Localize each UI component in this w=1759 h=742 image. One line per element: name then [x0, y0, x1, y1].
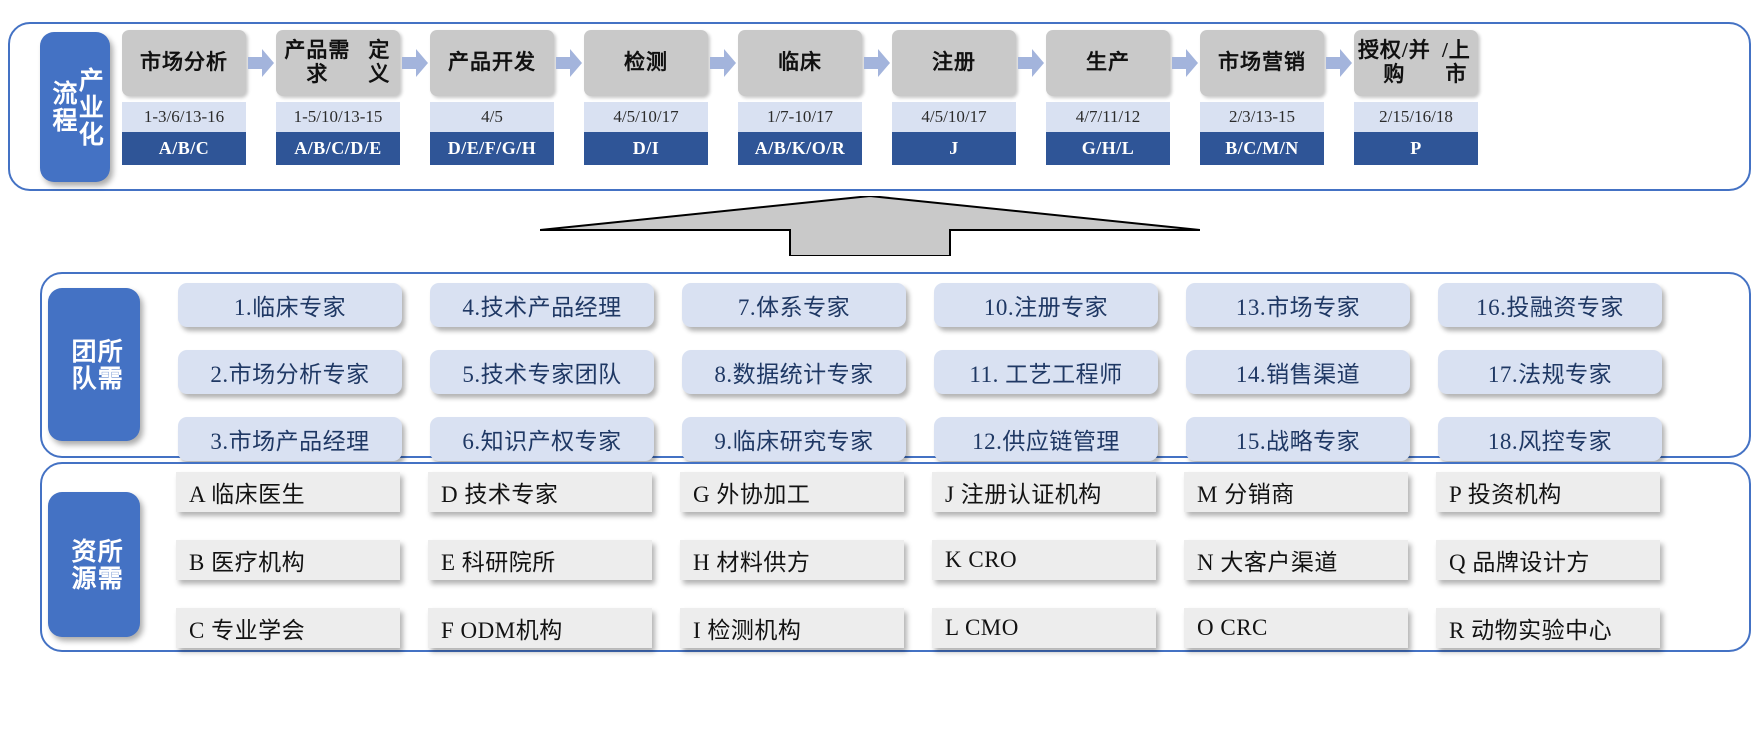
team-role-chip[interactable]: 17.法规专家 [1438, 350, 1662, 394]
resources-side-label-col2: 资源 [68, 537, 95, 592]
process-stage-resource-codes: J [892, 132, 1016, 165]
process-stage-team-numbers: 4/7/11/12 [1046, 102, 1170, 132]
process-side-label: 产业化 流程 [40, 32, 110, 182]
resource-chip[interactable]: L CMO [932, 608, 1156, 648]
right-arrow-icon [1016, 30, 1046, 96]
team-role-chip[interactable]: 12.供应链管理 [934, 417, 1158, 461]
resource-chip[interactable]: F ODM机构 [428, 608, 652, 648]
resource-chip[interactable]: Q 品牌设计方 [1436, 540, 1660, 580]
process-stage-resource-codes: A/B/C [122, 132, 246, 165]
team-role-chip[interactable]: 11. 工艺工程师 [934, 350, 1158, 394]
right-arrow-icon [1170, 30, 1200, 96]
team-role-chip[interactable]: 16.投融资专家 [1438, 283, 1662, 327]
process-stage-team-numbers: 1/7-10/17 [738, 102, 862, 132]
resource-chip[interactable]: B 医疗机构 [176, 540, 400, 580]
resources-side-label-col1: 所需 [94, 537, 122, 592]
team-role-chip[interactable]: 9.临床研究专家 [682, 417, 906, 461]
process-stage-resource-codes: A/B/K/O/R [738, 132, 862, 165]
team-role-chip[interactable]: 3.市场产品经理 [178, 417, 402, 461]
process-stage-resource-codes: B/C/M/N [1200, 132, 1324, 165]
process-stage-title: 授权/并购/上市 [1354, 30, 1478, 96]
resource-chip[interactable]: I 检测机构 [680, 608, 904, 648]
resource-chip[interactable]: A 临床医生 [176, 472, 400, 512]
resources-side-label: 所需 资源 [48, 492, 140, 637]
up-arrow-funnel-icon [539, 194, 1201, 257]
process-stage-team-numbers: 4/5/10/17 [892, 102, 1016, 132]
process-stage-team-numbers: 4/5 [430, 102, 554, 132]
resource-chip[interactable]: C 专业学会 [176, 608, 400, 648]
resource-chip[interactable]: D 技术专家 [428, 472, 652, 512]
process-stage-resource-codes: P [1354, 132, 1478, 165]
team-role-chip[interactable]: 14.销售渠道 [1186, 350, 1410, 394]
right-arrow-icon [554, 30, 584, 96]
team-side-label-col1: 所需 [94, 337, 122, 392]
process-stage-title: 产品需求定义 [276, 30, 400, 96]
team-role-chip[interactable]: 4.技术产品经理 [430, 283, 654, 327]
team-role-grid: 1.临床专家 4.技术产品经理 7.体系专家 10.注册专家 13.市场专家 16.投融资… [178, 283, 1662, 461]
process-stage-team-numbers: 1-5/10/13-15 [276, 102, 400, 132]
team-role-chip[interactable]: 6.知识产权专家 [430, 417, 654, 461]
resource-chip[interactable]: P 投资机构 [1436, 472, 1660, 512]
process-side-label-col1: 产业化 [75, 66, 103, 148]
team-role-chip[interactable]: 1.临床专家 [178, 283, 402, 327]
resource-chip[interactable]: M 分销商 [1184, 472, 1408, 512]
right-arrow-icon [246, 30, 276, 96]
process-stage-title: 市场分析 [122, 30, 246, 96]
right-arrow-icon [862, 30, 892, 96]
resource-chip[interactable]: K CRO [932, 540, 1156, 580]
resource-grid: A 临床医生 D 技术专家 G 外协加工 J 注册认证机构 M 分销商 P 投资机构 B 医… [176, 472, 1660, 648]
process-stage-title: 产品开发 [430, 30, 554, 96]
process-stage-title: 注册 [892, 30, 1016, 96]
resource-chip[interactable]: G 外协加工 [680, 472, 904, 512]
process-stage-resource-codes: D/E/F/G/H [430, 132, 554, 165]
team-role-chip[interactable]: 15.战略专家 [1186, 417, 1410, 461]
team-role-chip[interactable]: 8.数据统计专家 [682, 350, 906, 394]
process-stage-resource-codes: D/I [584, 132, 708, 165]
right-arrow-icon [400, 30, 430, 96]
resource-chip[interactable]: N 大客户渠道 [1184, 540, 1408, 580]
team-side-label: 所需 团队 [48, 288, 140, 441]
resource-chip[interactable]: H 材料供方 [680, 540, 904, 580]
process-stage-resource-codes: A/B/C/D/E [276, 132, 400, 165]
right-arrow-icon [708, 30, 738, 96]
process-stage-team-numbers: 2/3/13-15 [1200, 102, 1324, 132]
process-stage-team-numbers: 4/5/10/17 [584, 102, 708, 132]
resource-chip[interactable]: R 动物实验中心 [1436, 608, 1660, 648]
process-side-label-col2: 流程 [49, 80, 76, 134]
team-role-chip[interactable]: 13.市场专家 [1186, 283, 1410, 327]
process-stage-title: 临床 [738, 30, 862, 96]
team-role-chip[interactable]: 2.市场分析专家 [178, 350, 402, 394]
resource-chip[interactable]: E 科研院所 [428, 540, 652, 580]
process-stage-team-numbers: 1-3/6/13-16 [122, 102, 246, 132]
process-stage-resource-codes: G/H/L [1046, 132, 1170, 165]
team-role-chip[interactable]: 7.体系专家 [682, 283, 906, 327]
resource-chip[interactable]: J 注册认证机构 [932, 472, 1156, 512]
team-role-chip[interactable]: 18.风控专家 [1438, 417, 1662, 461]
resource-chip[interactable]: O CRC [1184, 608, 1408, 648]
process-stage-title: 生产 [1046, 30, 1170, 96]
team-role-chip[interactable]: 10.注册专家 [934, 283, 1158, 327]
process-stage-title: 市场营销 [1200, 30, 1324, 96]
team-side-label-col2: 团队 [68, 337, 95, 392]
team-role-chip[interactable]: 5.技术专家团队 [430, 350, 654, 394]
process-stage-team-numbers: 2/15/16/18 [1354, 102, 1478, 132]
process-stage-title: 检测 [584, 30, 708, 96]
right-arrow-icon [1324, 30, 1354, 96]
